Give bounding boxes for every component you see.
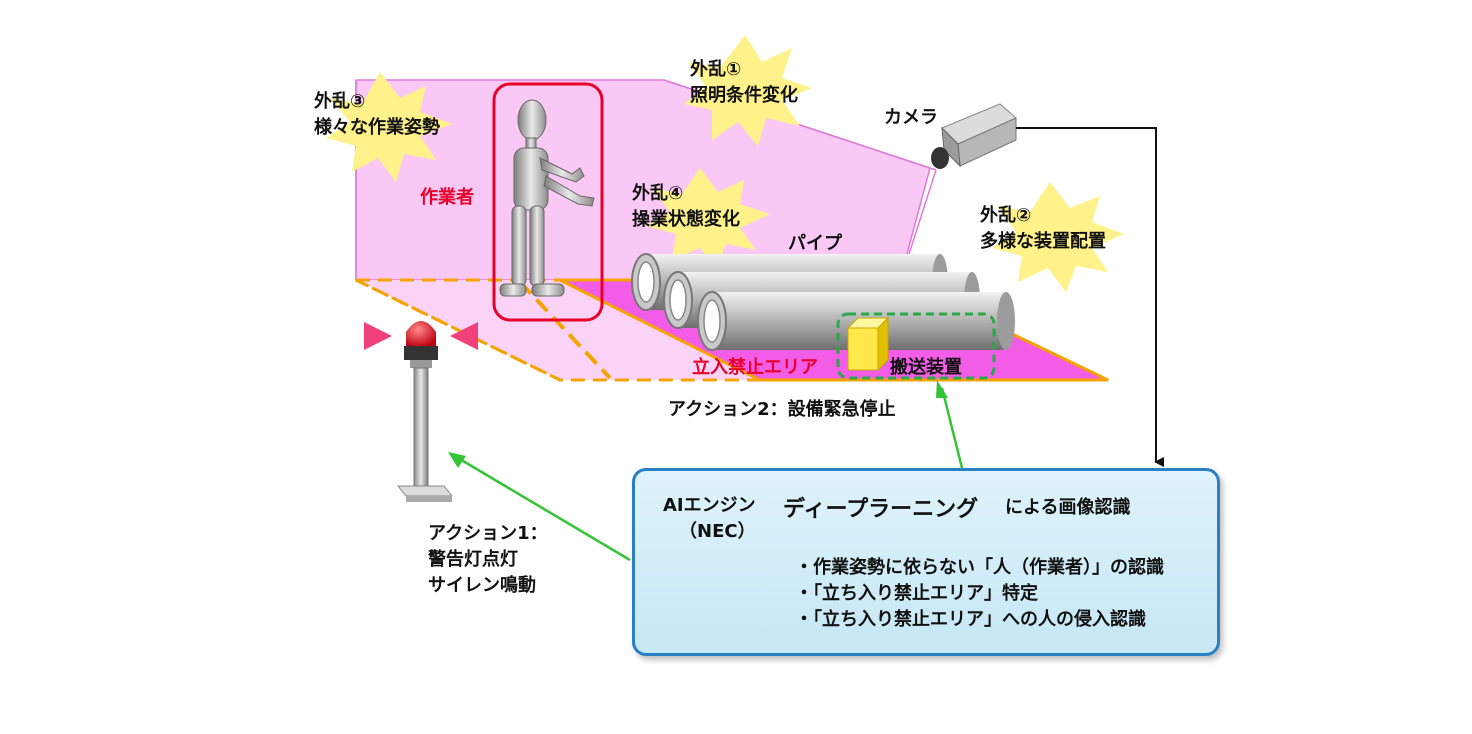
pipe-label: パイプ (788, 233, 842, 254)
disturbance-3-desc: 様々な作業姿勢 (314, 117, 440, 138)
ai-method: ディープラーニング (783, 497, 979, 522)
zone-boundary-line (518, 280, 612, 380)
camera-icon (931, 103, 1017, 169)
starburst-3 (326, 72, 452, 182)
camera-label: カメラ (884, 107, 938, 128)
warning-light (364, 321, 478, 502)
ai-bullet-2: ・「立ち入り禁止エリア」特定 (795, 583, 1038, 604)
ai-engine-title: AIエンジン (663, 495, 756, 516)
disturbance-2-title: 外乱② (980, 205, 1032, 226)
action-1-line3: サイレン鳴動 (428, 575, 536, 596)
worker-label: 作業者 (420, 187, 474, 208)
ai-bullet-1: ・作業姿勢に依らない「人（作業者）」の認識 (795, 557, 1164, 578)
starburst-4 (646, 168, 770, 270)
action-1-title: アクション1： (428, 523, 548, 544)
disturbance-4-desc: 操業状態変化 (632, 209, 740, 230)
action-2-label: アクション2：設備緊急停止 (668, 399, 896, 420)
disturbance-3-title: 外乱③ (314, 91, 366, 112)
transport-box (846, 316, 890, 372)
monitoring-zone (355, 79, 931, 281)
starburst-1 (684, 35, 812, 146)
ai-bullet-3: ・「立ち入り禁止エリア」への人の侵入認識 (795, 609, 1146, 630)
no-entry-area-label: 立入禁止エリア (692, 357, 818, 378)
worker-figure (499, 99, 595, 297)
transport-device-outline (836, 312, 996, 380)
ai-engine-vendor: （NEC） (679, 521, 756, 542)
disturbance-1-desc: 照明条件変化 (690, 85, 798, 106)
disturbance-1-title: 外乱① (690, 59, 742, 80)
ai-engine-box: AIエンジン （NEC） ディープラーニング による画像認識 ・作業姿勢に依らな… (632, 468, 1220, 656)
action-arrows (448, 380, 964, 562)
starburst-2 (992, 182, 1124, 292)
disturbance-4-title: 外乱④ (632, 183, 684, 204)
action-1-line2: 警告灯点灯 (428, 549, 518, 570)
camera-to-ai-arrow (1016, 127, 1164, 467)
disturbance-2-desc: 多様な装置配置 (980, 231, 1106, 252)
worker-highlight-box (492, 82, 604, 322)
zone-bottom-left (355, 278, 561, 382)
ai-method-suffix: による画像認識 (1005, 497, 1131, 518)
transport-device-label: 搬送装置 (890, 357, 962, 378)
